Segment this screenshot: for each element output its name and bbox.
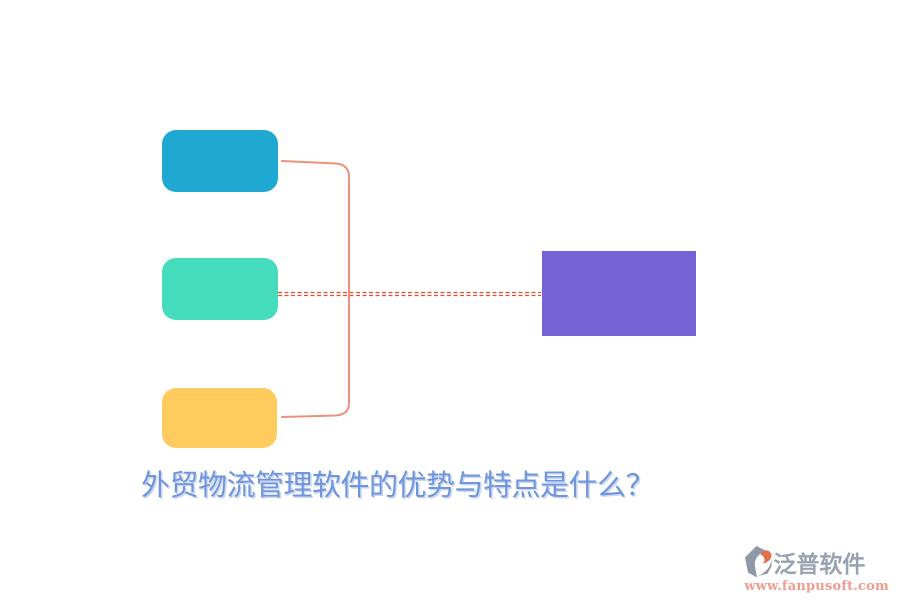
logo-gray-shape bbox=[745, 546, 766, 578]
logo-gray-swoosh bbox=[757, 558, 772, 577]
watermark-brand: 泛普软件 bbox=[773, 551, 866, 578]
node-feature-top bbox=[162, 130, 278, 192]
logo-orange-crescent bbox=[760, 550, 772, 564]
fanpu-logo-icon bbox=[745, 546, 772, 578]
bracket-connector bbox=[281, 160, 350, 418]
node-summary-right bbox=[542, 251, 696, 336]
page-title: 外贸物流管理软件的优势与特点是什么？ bbox=[141, 468, 655, 502]
node-feature-middle bbox=[162, 258, 278, 320]
watermark-brand-row: 泛普软件 bbox=[744, 545, 889, 579]
node-feature-bottom bbox=[162, 388, 277, 448]
watermark-url: www.fanpusoft.com bbox=[744, 579, 889, 594]
watermark: 泛普软件 www.fanpusoft.com bbox=[744, 545, 889, 594]
